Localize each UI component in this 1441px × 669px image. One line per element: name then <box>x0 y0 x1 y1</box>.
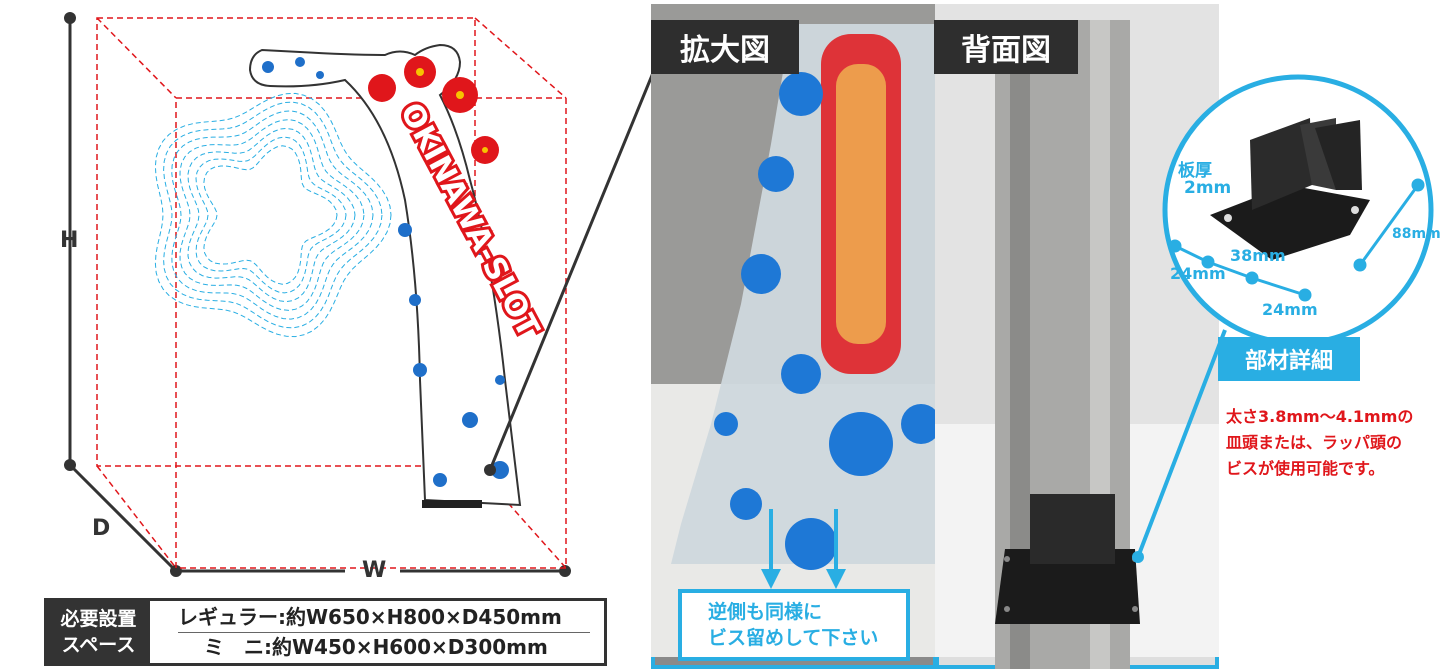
screw-note: 逆側も同様に ビス留めして下さい <box>678 589 910 661</box>
screw-caption-line2: 皿頭または、ラッパ頭の <box>1226 433 1403 452</box>
rotation-ring <box>203 145 338 285</box>
screw-caption-line1: 太さ3.8mm〜4.1mmの <box>1226 407 1414 426</box>
dim-24-bottom: 24mm <box>1262 300 1318 319</box>
dim-88: 88mm <box>1392 226 1441 242</box>
zoom-panel-title: 拡大図 <box>651 20 799 74</box>
dim-38: 38mm <box>1230 246 1286 265</box>
zoom-photo <box>651 4 941 669</box>
rotation-ring <box>195 136 347 294</box>
thickness-label: 板厚 <box>1178 161 1212 181</box>
back-panel-title: 背面図 <box>934 20 1078 74</box>
required-space-header: 必要設置 スペース <box>47 601 150 663</box>
parts-detail-circle <box>1132 74 1434 563</box>
rotation-ring <box>154 92 392 338</box>
parts-detail-label: 部材詳細 <box>1218 337 1360 381</box>
thickness-value: 2mm <box>1184 178 1232 198</box>
rotation-ring <box>163 101 383 329</box>
mini-size: ミ ニ:約W450×H600×D300mm <box>204 634 548 659</box>
screw-caption-line3: ビスが使用可能です。 <box>1226 459 1385 478</box>
required-space-table: 必要設置 スペース レギュラー:約W650×H800×D450mm ミ ニ:約W… <box>44 598 607 666</box>
required-space-header-line2: スペース <box>61 634 136 656</box>
screw-note-line1: 逆側も同様に <box>708 601 823 623</box>
screw-note-line2: ビス留めして下さい <box>708 627 879 649</box>
rotation-ring <box>187 127 356 303</box>
dim-w-label: W <box>362 558 387 583</box>
dim-24-left: 24mm <box>1170 264 1226 283</box>
rotation-ring <box>179 119 365 311</box>
dim-d-label: D <box>92 516 111 541</box>
required-space-header-line1: 必要設置 <box>60 608 137 630</box>
rotation-ring <box>171 110 374 320</box>
screw-caption: 太さ3.8mm〜4.1mmの 皿頭または、ラッパ頭の ビスが使用可能です。 <box>1226 404 1413 482</box>
regular-size: レギュラー:約W650×H800×D450mm <box>178 603 590 633</box>
dim-h-label: H <box>60 228 79 253</box>
dimension-diagram: OKINAWA-SLOT <box>64 12 657 577</box>
